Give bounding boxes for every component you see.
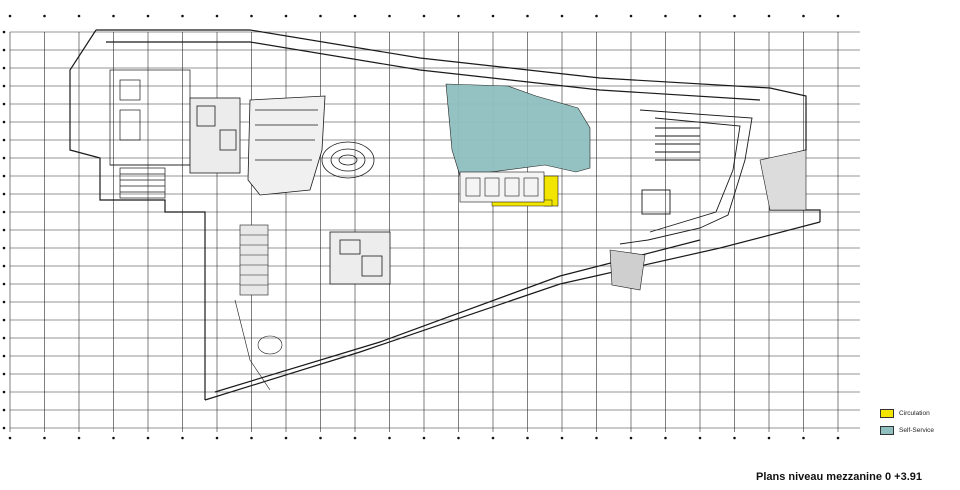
grid-axis-dot xyxy=(181,436,184,440)
circulation-swatch xyxy=(880,408,894,418)
east-auditorium xyxy=(619,109,753,245)
grid-axis-dot xyxy=(2,264,6,268)
grid-axis-dot xyxy=(595,436,598,440)
legend-label: Circulation xyxy=(899,409,930,417)
grid-axis-dot xyxy=(284,14,288,18)
south-west-wedge xyxy=(234,299,283,391)
grid-axis-dot xyxy=(491,14,495,18)
grid-axis-dot xyxy=(319,436,322,440)
grid-axis-dot xyxy=(491,436,495,440)
grid-axis-dot xyxy=(43,14,46,18)
grid-axis-dot xyxy=(2,228,6,232)
grid-axis-markers xyxy=(2,14,840,440)
grid-axis-dot xyxy=(2,120,6,124)
grid-axis-dot xyxy=(112,14,115,18)
self-service-zone xyxy=(445,83,591,177)
grid-axis-dot xyxy=(77,436,81,440)
grid-axis-dot xyxy=(8,436,12,440)
grid-axis-dot xyxy=(2,174,6,178)
grid-axis-dot xyxy=(215,436,219,440)
grid-axis-dot xyxy=(319,14,322,18)
legend-item-self-service: Self-Service xyxy=(880,424,956,436)
grid-axis-dot xyxy=(146,436,150,440)
grid-axis-dot xyxy=(457,14,460,18)
grid-axis-dot xyxy=(2,408,6,412)
grid-axis-dot xyxy=(353,14,357,18)
grid-axis-dot xyxy=(2,282,6,286)
legend: Circulation Self-Service xyxy=(880,407,956,441)
grid-axis-dot xyxy=(2,210,6,214)
grid-axis-dot xyxy=(215,14,219,18)
grid-axis-dot xyxy=(526,436,529,440)
stair-cores xyxy=(239,149,807,296)
grid-axis-dot xyxy=(2,192,6,196)
grid-axis-dot xyxy=(2,66,6,70)
grid-axis-dot xyxy=(802,436,805,440)
legend-item-circulation: Circulation xyxy=(880,407,956,419)
central-atrium xyxy=(189,95,391,285)
grid-axis-dot xyxy=(526,14,529,18)
grid-axis-dot xyxy=(767,14,771,18)
west-block xyxy=(109,69,191,199)
self-service-swatch xyxy=(880,425,894,435)
grid-axis-dot xyxy=(284,436,288,440)
grid-axis-dot xyxy=(2,102,6,106)
grid-axis-dot xyxy=(595,14,598,18)
grid-axis-dot xyxy=(43,436,46,440)
grid-axis-dot xyxy=(664,436,667,440)
grid-axis-dot xyxy=(2,246,6,250)
grid-axis-dot xyxy=(77,14,81,18)
grid-axis-dot xyxy=(250,14,253,18)
grid-axis-dot xyxy=(836,14,840,18)
service-core xyxy=(459,171,545,203)
grid-axis-dot xyxy=(802,14,805,18)
grid-axis-dot xyxy=(2,426,6,430)
grid-axis-dot xyxy=(629,14,633,18)
grid-axis-dot xyxy=(664,14,667,18)
grid-axis-dot xyxy=(2,84,6,88)
grid-axis-dot xyxy=(2,390,6,394)
grid-axis-dot xyxy=(8,14,12,18)
grid-axis-dot xyxy=(836,436,840,440)
grid-axis-dot xyxy=(2,354,6,358)
grid-axis-dot xyxy=(767,436,771,440)
grid-axis-dot xyxy=(250,436,253,440)
structural-grid xyxy=(9,31,860,432)
grid-axis-dot xyxy=(733,436,736,440)
grid-axis-dot xyxy=(698,436,702,440)
grid-axis-dot xyxy=(457,436,460,440)
grid-axis-dot xyxy=(560,436,564,440)
grid-axis-dot xyxy=(422,14,426,18)
grid-axis-dot xyxy=(422,436,426,440)
grid-axis-dot xyxy=(388,436,391,440)
plan-title: Plans niveau mezzanine 0 +3.91 xyxy=(756,471,922,483)
grid-axis-dot xyxy=(146,14,150,18)
grid-axis-dot xyxy=(112,436,115,440)
grid-axis-dot xyxy=(698,14,702,18)
grid-axis-dot xyxy=(733,14,736,18)
grid-axis-dot xyxy=(2,318,6,322)
grid-axis-dot xyxy=(2,138,6,142)
grid-axis-dot xyxy=(388,14,391,18)
grid-axis-dot xyxy=(629,436,633,440)
grid-axis-dot xyxy=(2,30,6,34)
grid-axis-dot xyxy=(181,14,184,18)
grid-axis-dot xyxy=(560,14,564,18)
grid-axis-dot xyxy=(2,48,6,52)
legend-label: Self-Service xyxy=(899,426,935,434)
grid-axis-dot xyxy=(353,436,357,440)
grid-axis-dot xyxy=(2,336,6,340)
grid-axis-dot xyxy=(2,156,6,160)
grid-axis-dot xyxy=(2,300,6,304)
grid-axis-dot xyxy=(2,372,6,376)
